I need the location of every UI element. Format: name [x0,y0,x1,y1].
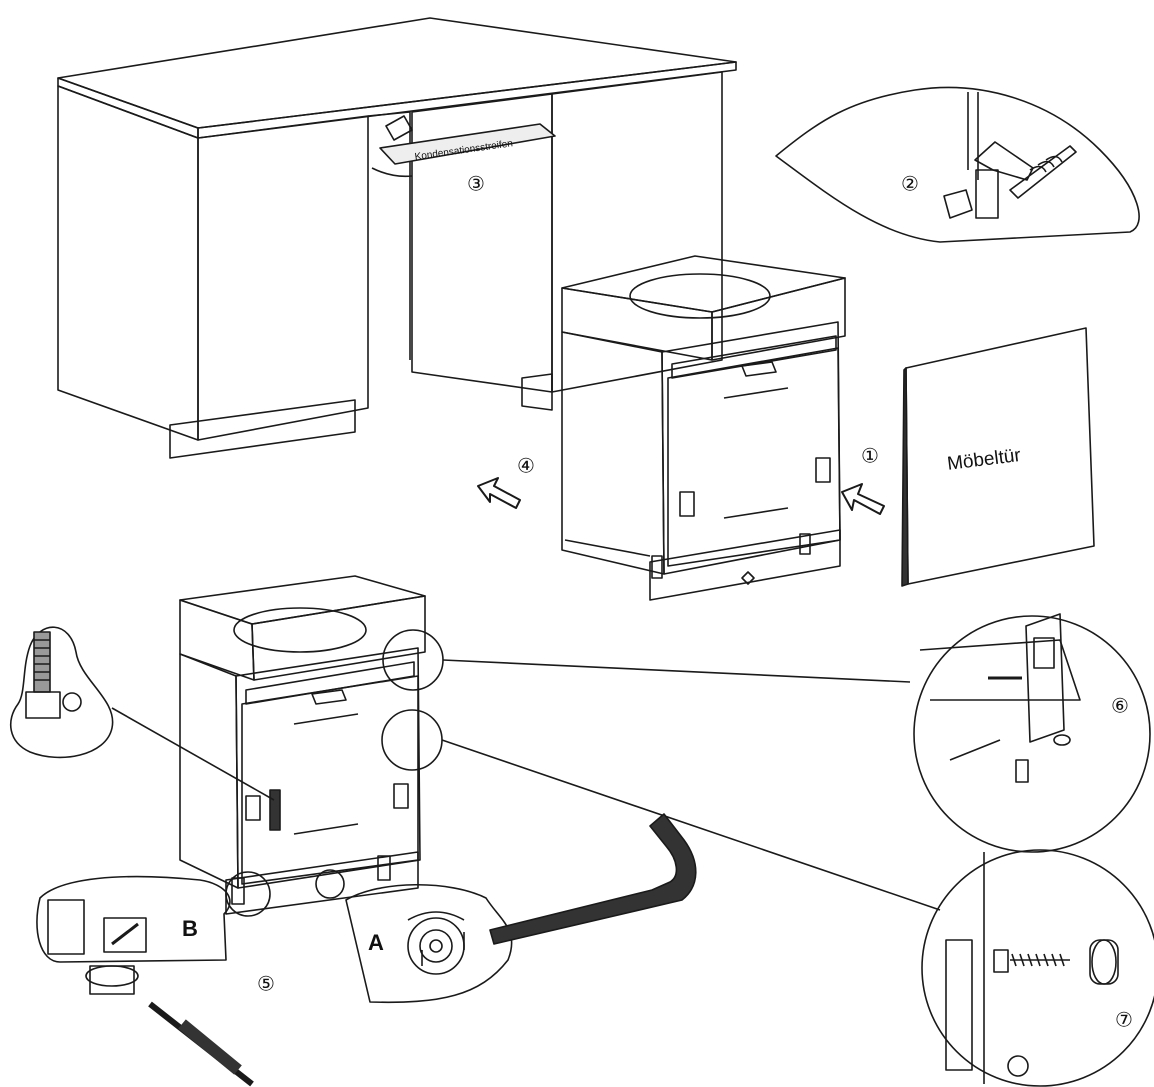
dishwasher-upper [561,255,846,601]
detail-b-leveling-foot [36,871,271,1087]
detail-a-adjustment [315,869,513,1004]
arrow-step-4 [477,477,521,509]
detail-circle-6 [913,613,1151,853]
arrow-step-1 [841,483,885,515]
kitchen-cabinet [57,17,737,459]
step-3-label: ③ [467,173,485,196]
step-2-label: ② [901,173,919,196]
step-4-label: ④ [517,455,535,478]
dishwasher-lower [179,575,426,915]
letter-a-label: A [368,930,384,955]
step-6-label: ⑥ [1111,695,1129,718]
step-1-label: ① [861,445,879,468]
hex-key [489,813,697,945]
furniture-door-panel [901,327,1095,587]
step-7-label: ⑦ [1115,1009,1133,1032]
detail-circle-7 [921,849,1154,1087]
step-5-label: ⑤ [257,973,275,996]
letter-b-label: B [182,916,198,941]
detail-circle-7-source [381,709,443,771]
detail-circle-6-source [382,629,444,691]
spring-detail-bubble [10,626,275,801]
hinge-detail-bubble [775,86,1140,243]
